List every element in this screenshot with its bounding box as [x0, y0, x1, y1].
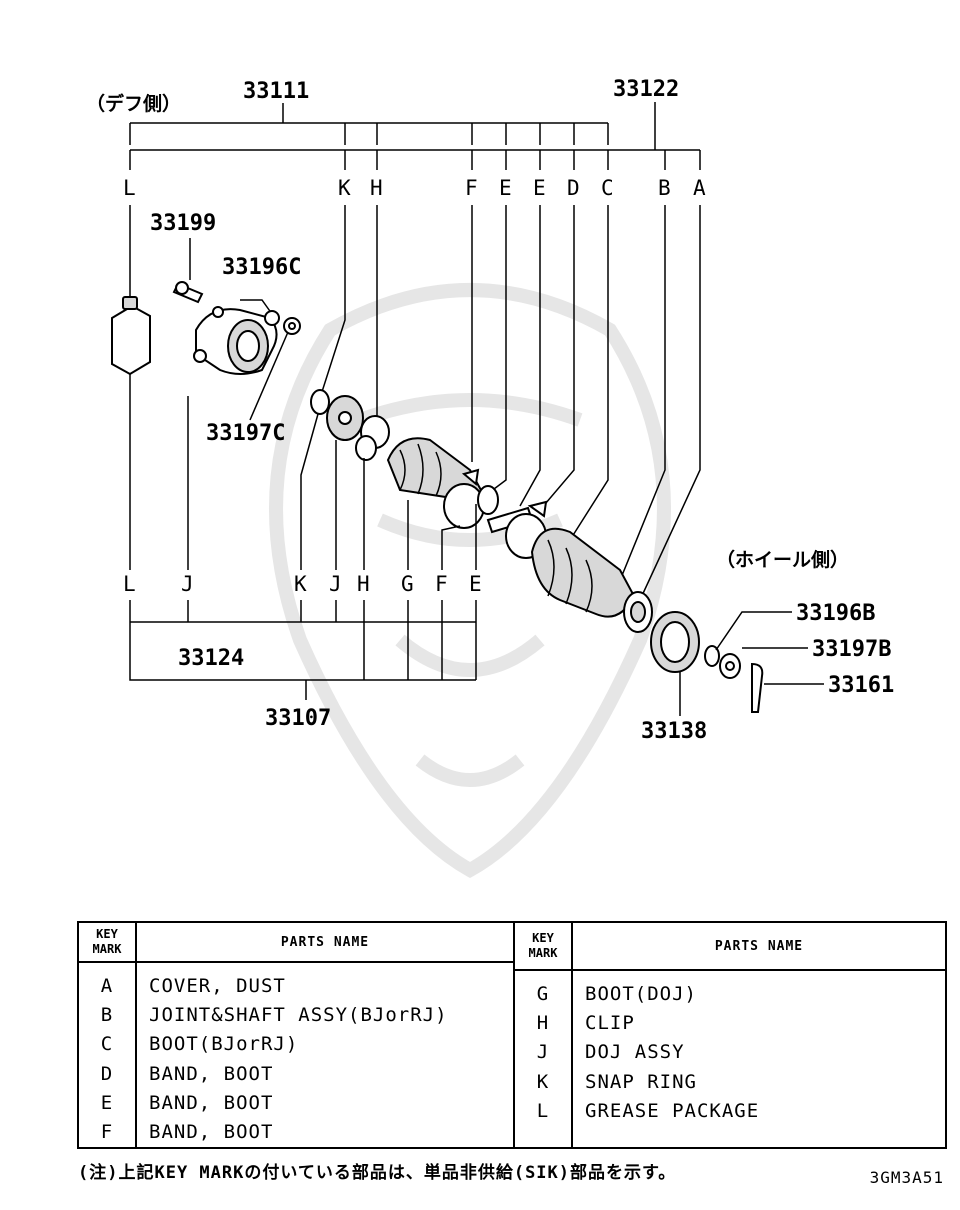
- part-number-33107: 33107: [265, 706, 331, 731]
- parts-name-header: PARTS NAME: [280, 934, 370, 950]
- part-name-cell: BAND, BOOT: [149, 1121, 274, 1144]
- diff-side-label: （デフ側）: [86, 92, 181, 115]
- key-mark-H: H: [357, 572, 370, 596]
- wheel-side-label: （ホイール側）: [716, 548, 849, 571]
- nut-33197B: [719, 653, 741, 679]
- key-mark-L: L: [123, 176, 136, 200]
- band-boot-E: [477, 485, 499, 515]
- key-mark-E: E: [499, 176, 512, 200]
- key-cell: H: [536, 1011, 550, 1034]
- snap-ring-K: [310, 389, 330, 415]
- parts-name-header: PARTS NAME: [714, 938, 804, 954]
- key-cell: A: [100, 974, 114, 997]
- key-cell: F: [100, 1121, 114, 1144]
- cotter-pin-33161: [751, 662, 764, 713]
- clip-H: [355, 415, 390, 461]
- nut-33197C: [283, 317, 301, 335]
- washer-33196C: [264, 310, 280, 326]
- footnote: (注)上記KEY MARKの付いている部品は、単品非供給(SIK)部品を示す。: [78, 1163, 677, 1183]
- key-mark-B: B: [658, 176, 671, 200]
- part-name-cell: COVER, DUST: [149, 974, 286, 997]
- key-cell: C: [100, 1033, 114, 1056]
- part-number-33197B: 33197B: [812, 637, 891, 662]
- parts-table-left: KEY MARK PARTS NAME A B C D E F COVER, D…: [79, 923, 515, 1147]
- part-number-33122: 33122: [613, 77, 679, 102]
- part-name-cell: BOOT(DOJ): [585, 982, 697, 1005]
- key-cell: J: [536, 1041, 550, 1064]
- key-cell: G: [536, 982, 550, 1005]
- grease-package: [111, 296, 151, 376]
- exploded-parts-diagram: （デフ側） （ホイール側） 33111 33122 L K H F E E D …: [86, 77, 894, 879]
- watermark-logo: [269, 283, 671, 879]
- part-name-cell: BOOT(BJorRJ): [149, 1033, 299, 1056]
- doj-inner-race-J: [326, 395, 364, 441]
- key-mark-header: KEY MARK: [515, 923, 573, 969]
- key-mark-header: KEY MARK: [79, 923, 137, 962]
- boot-bj-C: [530, 527, 636, 618]
- part-name-cell: DOJ ASSY: [585, 1041, 685, 1064]
- part-name-cell: JOINT&SHAFT ASSY(BJorRJ): [149, 1004, 448, 1027]
- key-mark-E: E: [533, 176, 546, 200]
- key-mark-J: J: [329, 572, 342, 596]
- key-mark-K: K: [294, 572, 307, 596]
- key-mark-A: A: [693, 176, 706, 200]
- key-mark-F: F: [465, 176, 478, 200]
- part-name-cell: GREASE PACKAGE: [585, 1099, 760, 1122]
- part-number-33197C: 33197C: [206, 421, 285, 446]
- top-key-marks: L K H F E E D C B A: [123, 176, 706, 200]
- table-header: KEY MARK PARTS NAME: [79, 923, 513, 964]
- bolt-33199: [172, 281, 204, 304]
- bottom-key-marks: L J K J H G F E: [123, 572, 482, 596]
- key-mark-D: D: [567, 176, 580, 200]
- part-name-cell: CLIP: [585, 1011, 635, 1034]
- abs-rotor-33138: [650, 611, 700, 673]
- part-number-33138: 33138: [641, 719, 707, 744]
- key-mark-K: K: [338, 176, 351, 200]
- part-number-33111: 33111: [243, 79, 309, 104]
- drawing-code: 3GM3A51: [869, 1168, 944, 1187]
- key-cell: L: [536, 1099, 550, 1122]
- key-mark-E: E: [469, 572, 482, 596]
- part-name-cell: BAND, BOOT: [149, 1092, 274, 1115]
- parts-table-right: KEY MARK PARTS NAME G H J K L BOOT(DOJ) …: [515, 923, 945, 1147]
- part-number-33161: 33161: [828, 673, 894, 698]
- key-mark-H: H: [370, 176, 383, 200]
- table-header: KEY MARK PARTS NAME: [515, 923, 945, 971]
- part-name-cell: BAND, BOOT: [149, 1062, 274, 1085]
- key-cell: E: [100, 1092, 114, 1115]
- doj-housing: [193, 306, 278, 375]
- parts-table: KEY MARK PARTS NAME A B C D E F COVER, D…: [77, 921, 947, 1149]
- key-cell: K: [536, 1070, 550, 1093]
- washer-33196B: [704, 645, 720, 667]
- key-mark-G: G: [401, 572, 414, 596]
- key-cell: B: [100, 1004, 114, 1027]
- part-number-33196C: 33196C: [222, 255, 301, 280]
- key-mark-C: C: [601, 176, 614, 200]
- part-number-33124: 33124: [178, 646, 244, 671]
- key-mark-J: J: [181, 572, 194, 596]
- key-mark-L: L: [123, 572, 136, 596]
- key-mark-F: F: [435, 572, 448, 596]
- part-number-33196B: 33196B: [796, 601, 875, 626]
- part-number-33199: 33199: [150, 211, 216, 236]
- dust-cover-A: [623, 591, 653, 633]
- key-cell: D: [100, 1062, 114, 1085]
- part-name-cell: SNAP RING: [585, 1070, 697, 1093]
